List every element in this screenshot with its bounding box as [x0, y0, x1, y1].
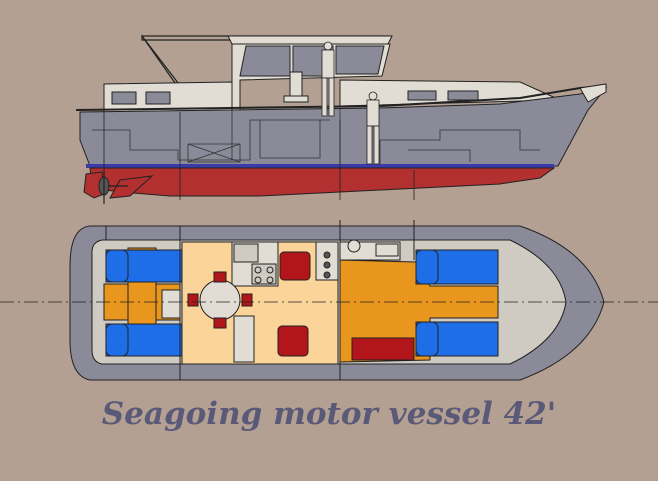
- forward-cabin-window: [447, 90, 479, 101]
- dining-table: [199, 279, 241, 321]
- berth-pillow: [105, 323, 129, 357]
- drawing-caption: Seagoing motor vessel 42': [101, 396, 557, 432]
- nav-chair: [277, 325, 309, 357]
- aft-cabin-window: [145, 91, 171, 105]
- bow-stem: [579, 83, 607, 103]
- deck-plan-view: [69, 220, 605, 381]
- chair: [213, 317, 227, 329]
- galley-sink: [233, 243, 259, 263]
- berth-pillow: [415, 321, 439, 357]
- berth-pillow: [105, 249, 129, 283]
- saloon-cabinet: [233, 315, 255, 363]
- pilothouse-window: [239, 45, 291, 77]
- chair: [241, 293, 253, 307]
- forward-cabin-window: [407, 90, 437, 101]
- saloon-seat: [161, 289, 181, 319]
- chair: [187, 293, 199, 307]
- toilet: [347, 239, 361, 253]
- console: [315, 241, 339, 281]
- pilothouse-window: [335, 45, 385, 75]
- shower: [375, 243, 399, 257]
- hardtop-roof: [227, 35, 393, 45]
- person-figure: [366, 91, 380, 165]
- forward-settee: [351, 337, 415, 361]
- person-figure: [321, 41, 335, 117]
- aft-berths: [105, 249, 183, 357]
- berth-pillow: [415, 249, 439, 285]
- forward-berths: [415, 249, 499, 357]
- stove: [251, 263, 277, 285]
- keel: [109, 175, 154, 199]
- hull-bottom: [89, 167, 556, 197]
- helm-chair: [279, 251, 311, 281]
- aft-cabin-window: [111, 91, 137, 105]
- rudder: [83, 171, 105, 199]
- side-profile-view: [75, 34, 608, 204]
- helm-seat: [283, 71, 309, 103]
- chair: [213, 271, 227, 283]
